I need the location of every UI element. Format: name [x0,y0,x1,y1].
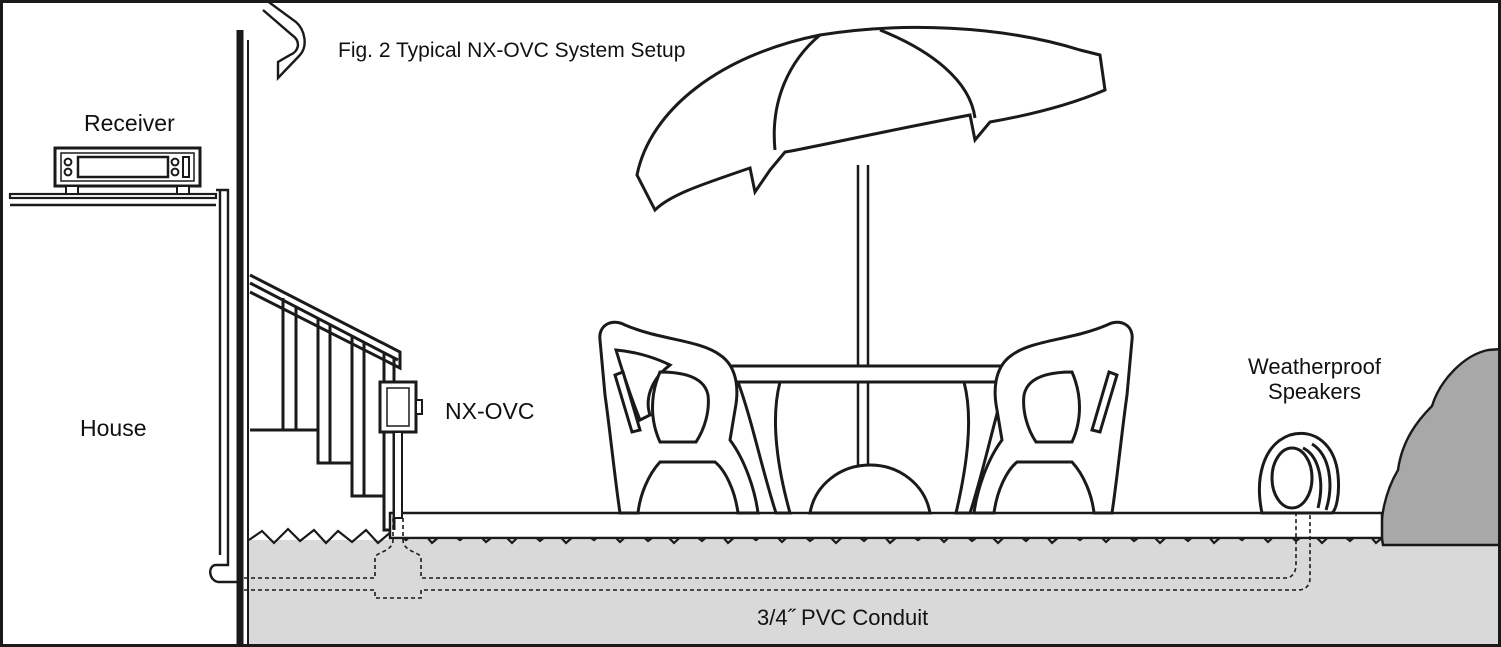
patio-table [716,364,1014,515]
house [8,30,249,647]
shrub [1380,347,1501,547]
nx-ovc-label: NX-OVC [445,398,535,424]
chair-right [972,320,1134,515]
nx-ovc-box [378,380,423,519]
weatherproof-speaker [1258,432,1340,515]
conduit-label: 3/4˝ PVC Conduit [757,605,929,630]
figure-title: Fig. 2 Typical NX-OVC System Setup [338,39,686,62]
receiver-label: Receiver [84,110,175,136]
pvc-conduit [244,512,1311,599]
receiver-unit [53,146,202,195]
umbrella-canopy [635,25,1107,213]
umbrella-pole [856,165,870,465]
gutter [209,0,306,584]
stairs [249,273,402,532]
ground [248,527,1501,647]
speakers-label: Weatherproof Speakers [1248,354,1381,405]
chair-left [598,320,760,515]
patio-slab [388,511,1384,540]
house-label: House [80,415,147,441]
